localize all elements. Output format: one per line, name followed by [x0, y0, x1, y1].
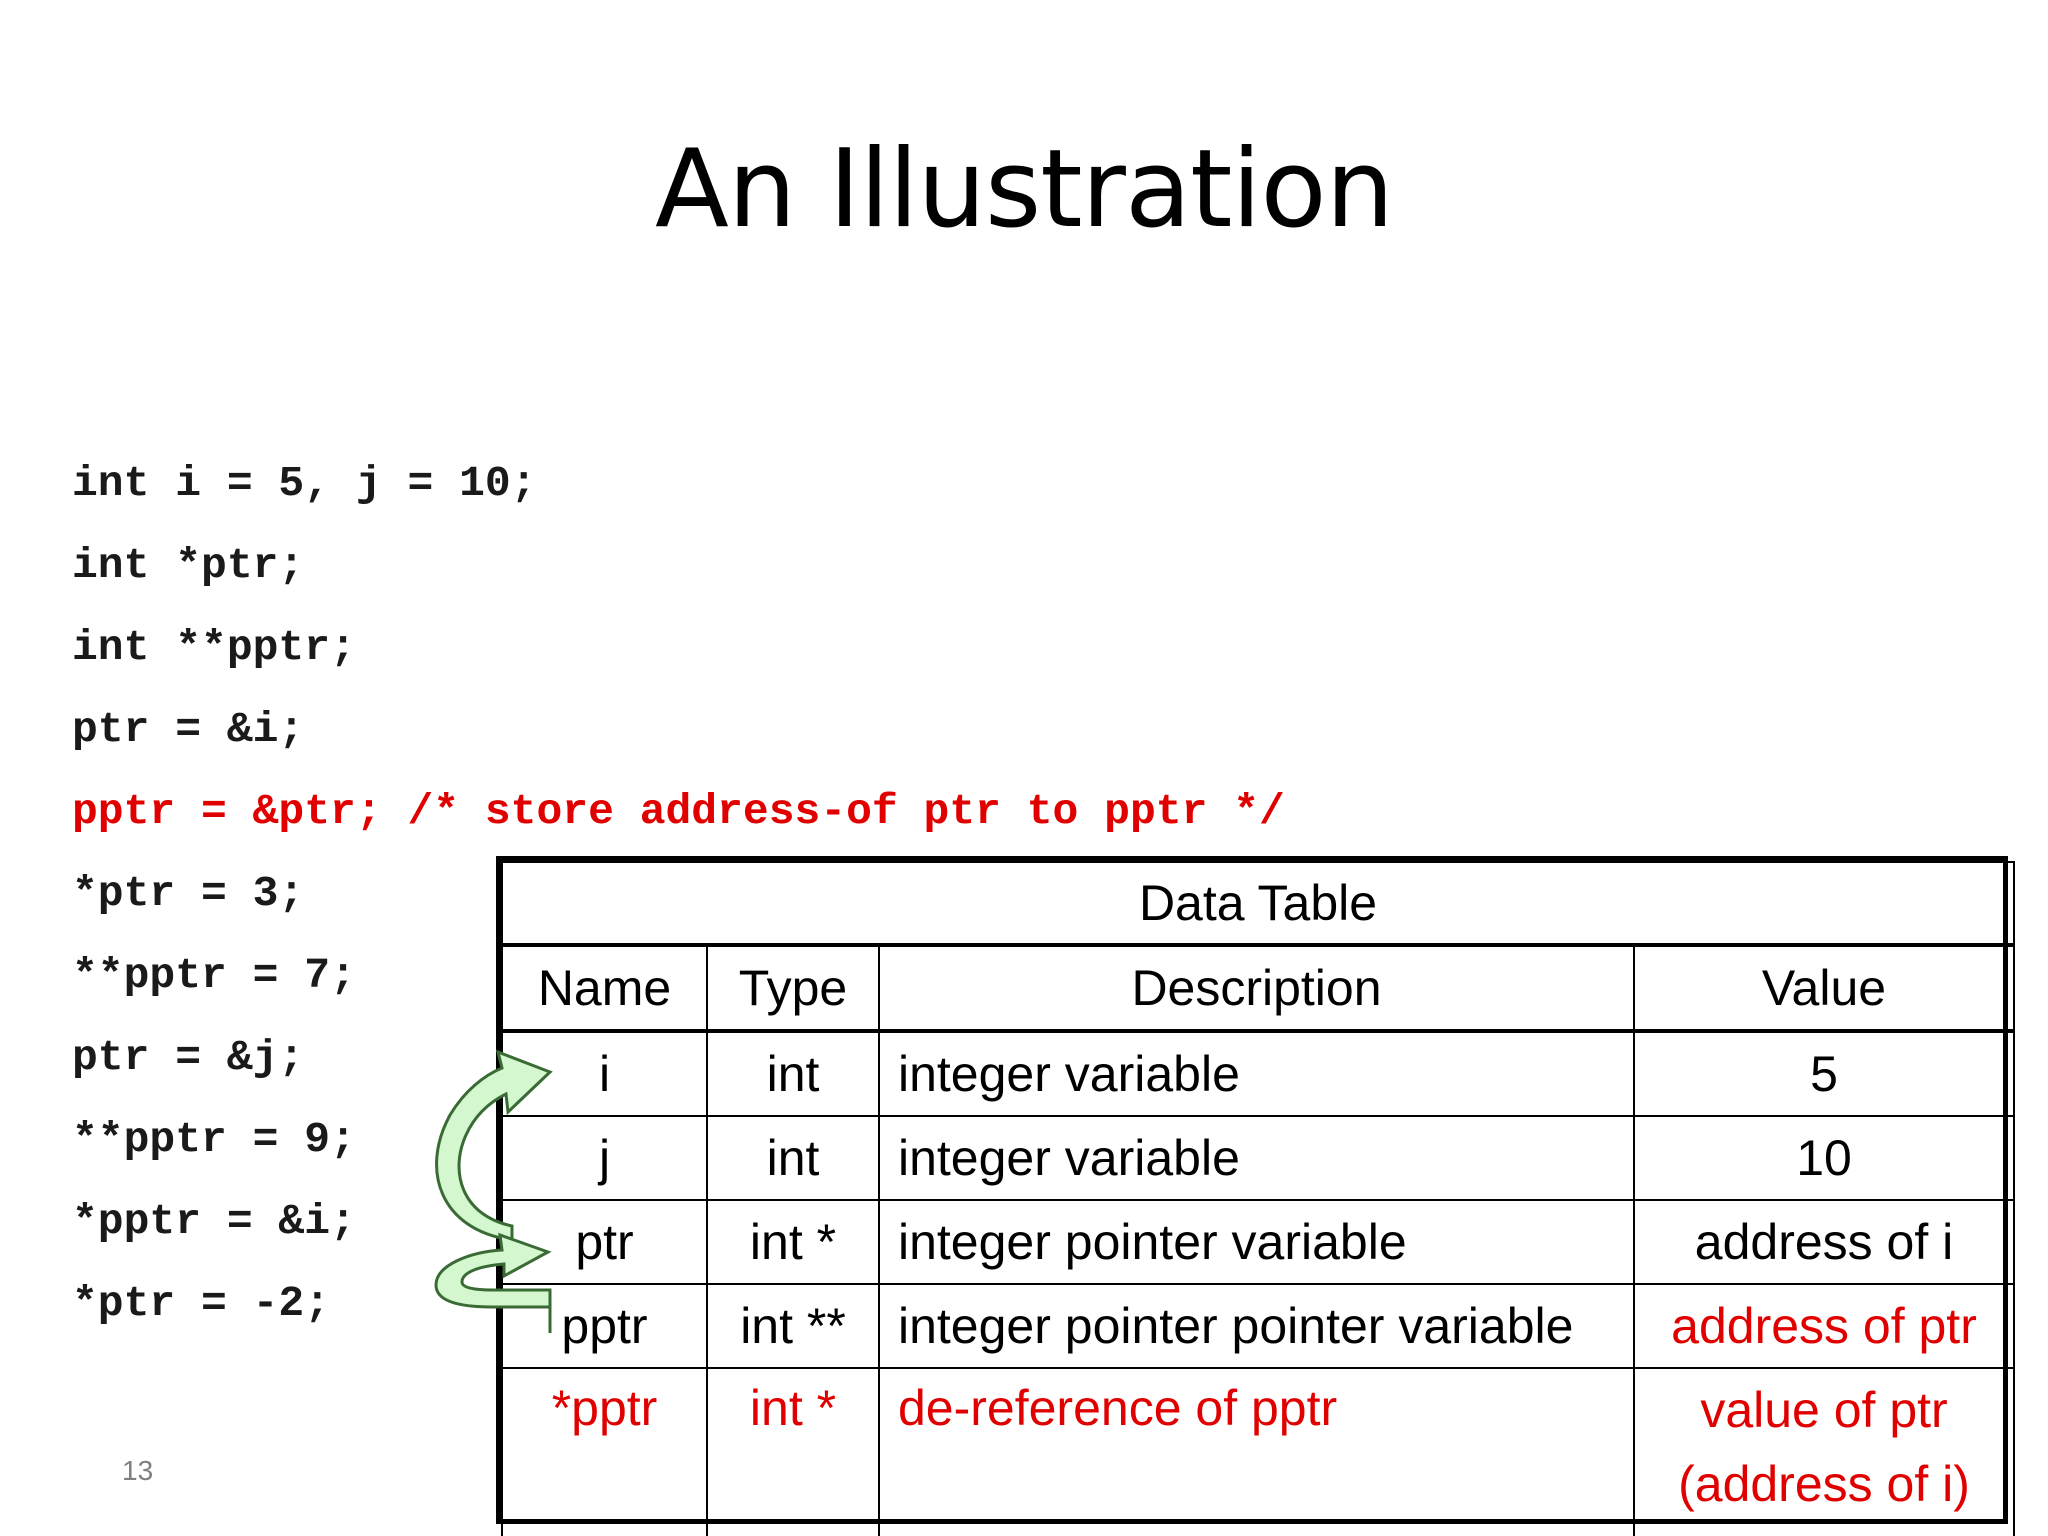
code-line: **pptr = 7; — [72, 951, 356, 1000]
code-line: *ptr = 3; — [72, 869, 305, 918]
cell-name: ptr — [501, 1199, 708, 1285]
cell-name: pptr — [501, 1283, 708, 1369]
cell-description: integer variable — [878, 1115, 1635, 1201]
cell-type: int * — [706, 1367, 880, 1536]
table-row: i int integer variable 5 — [501, 1030, 2016, 1117]
slide-number: 13 — [122, 1455, 154, 1486]
curved-arrow-icon — [435, 1049, 553, 1242]
code-line-highlighted: pptr = &ptr; /* store address-of ptr to … — [72, 787, 1285, 836]
code-line: *pptr = &i; — [72, 1197, 356, 1246]
cell-type: int — [706, 1030, 880, 1117]
cell-value: 5 — [1632, 1030, 2016, 1117]
code-line: int i = 5, j = 10; — [72, 459, 537, 508]
table-row: pptr int ** integer pointer pointer vari… — [501, 1283, 2016, 1369]
cell-name: *pptr — [501, 1367, 708, 1536]
cell-description: integer pointer variable — [878, 1199, 1635, 1285]
cell-value: 10 — [1632, 1115, 2016, 1201]
code-line: int **pptr; — [72, 623, 356, 672]
table-row: j int integer variable 10 — [501, 1115, 2016, 1201]
code-line: *ptr = -2; — [72, 1279, 331, 1328]
data-table: Data Table Name Type Description Value i… — [496, 856, 2016, 1536]
code-line: ptr = &i; — [72, 705, 305, 754]
table-row-highlighted: *pptr int * de-reference of pptr value o… — [501, 1367, 2016, 1536]
cell-description: integer variable — [878, 1030, 1635, 1117]
cell-value-highlighted: address of ptr — [1632, 1283, 2016, 1369]
code-line: **pptr = 9; — [72, 1115, 356, 1164]
table-caption: Data Table — [500, 861, 2016, 947]
table-row: ptr int * integer pointer variable addre… — [501, 1199, 2016, 1285]
cell-description: integer pointer pointer variable — [878, 1283, 1635, 1369]
code-line: int *ptr; — [72, 541, 305, 590]
slide-title: An Illustration — [654, 127, 1394, 252]
cell-value: address of i — [1632, 1199, 2016, 1285]
pointer-arrows — [434, 1049, 553, 1333]
cell-type: int — [706, 1115, 880, 1201]
cell-description: de-reference of pptr — [878, 1367, 1635, 1536]
column-header-description: Description — [878, 944, 1635, 1033]
cell-type: int ** — [706, 1283, 880, 1369]
curved-arrow-icon — [434, 1232, 552, 1333]
cell-value: value of ptr (address of i) — [1632, 1367, 2016, 1536]
column-header-value: Value — [1632, 944, 2016, 1033]
cell-type: int * — [706, 1199, 880, 1285]
code-block: int i = 5, j = 10; int *ptr; int **pptr;… — [72, 456, 1285, 1358]
code-line: ptr = &j; — [72, 1033, 305, 1082]
column-header-name: Name — [501, 944, 708, 1033]
cell-name: j — [501, 1115, 708, 1201]
column-header-type: Type — [706, 944, 880, 1033]
